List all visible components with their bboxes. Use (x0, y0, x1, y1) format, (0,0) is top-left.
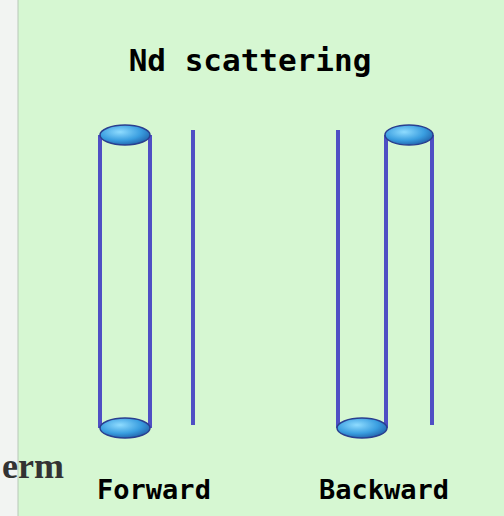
nucleon-line (191, 130, 195, 425)
nucleon-line (336, 130, 340, 428)
nucleon-line (430, 135, 434, 425)
nucleon-line (148, 135, 152, 428)
case-label: Forward (97, 476, 211, 503)
panel-border (18, 0, 19, 516)
diagram-title: Nd scattering (129, 45, 372, 76)
case-label: Backward (319, 476, 449, 503)
deuteron-caps (100, 125, 433, 438)
deuteron-ellipse (100, 418, 150, 438)
side-strip (0, 0, 18, 516)
cut-off-text: erm (2, 448, 64, 484)
nucleon-line (98, 135, 102, 428)
deuteron-ellipse (337, 418, 387, 438)
nucleon-line (384, 135, 388, 428)
deuteron-ellipse (385, 125, 433, 145)
deuteron-ellipse (100, 125, 150, 145)
quark-lines (100, 130, 432, 428)
